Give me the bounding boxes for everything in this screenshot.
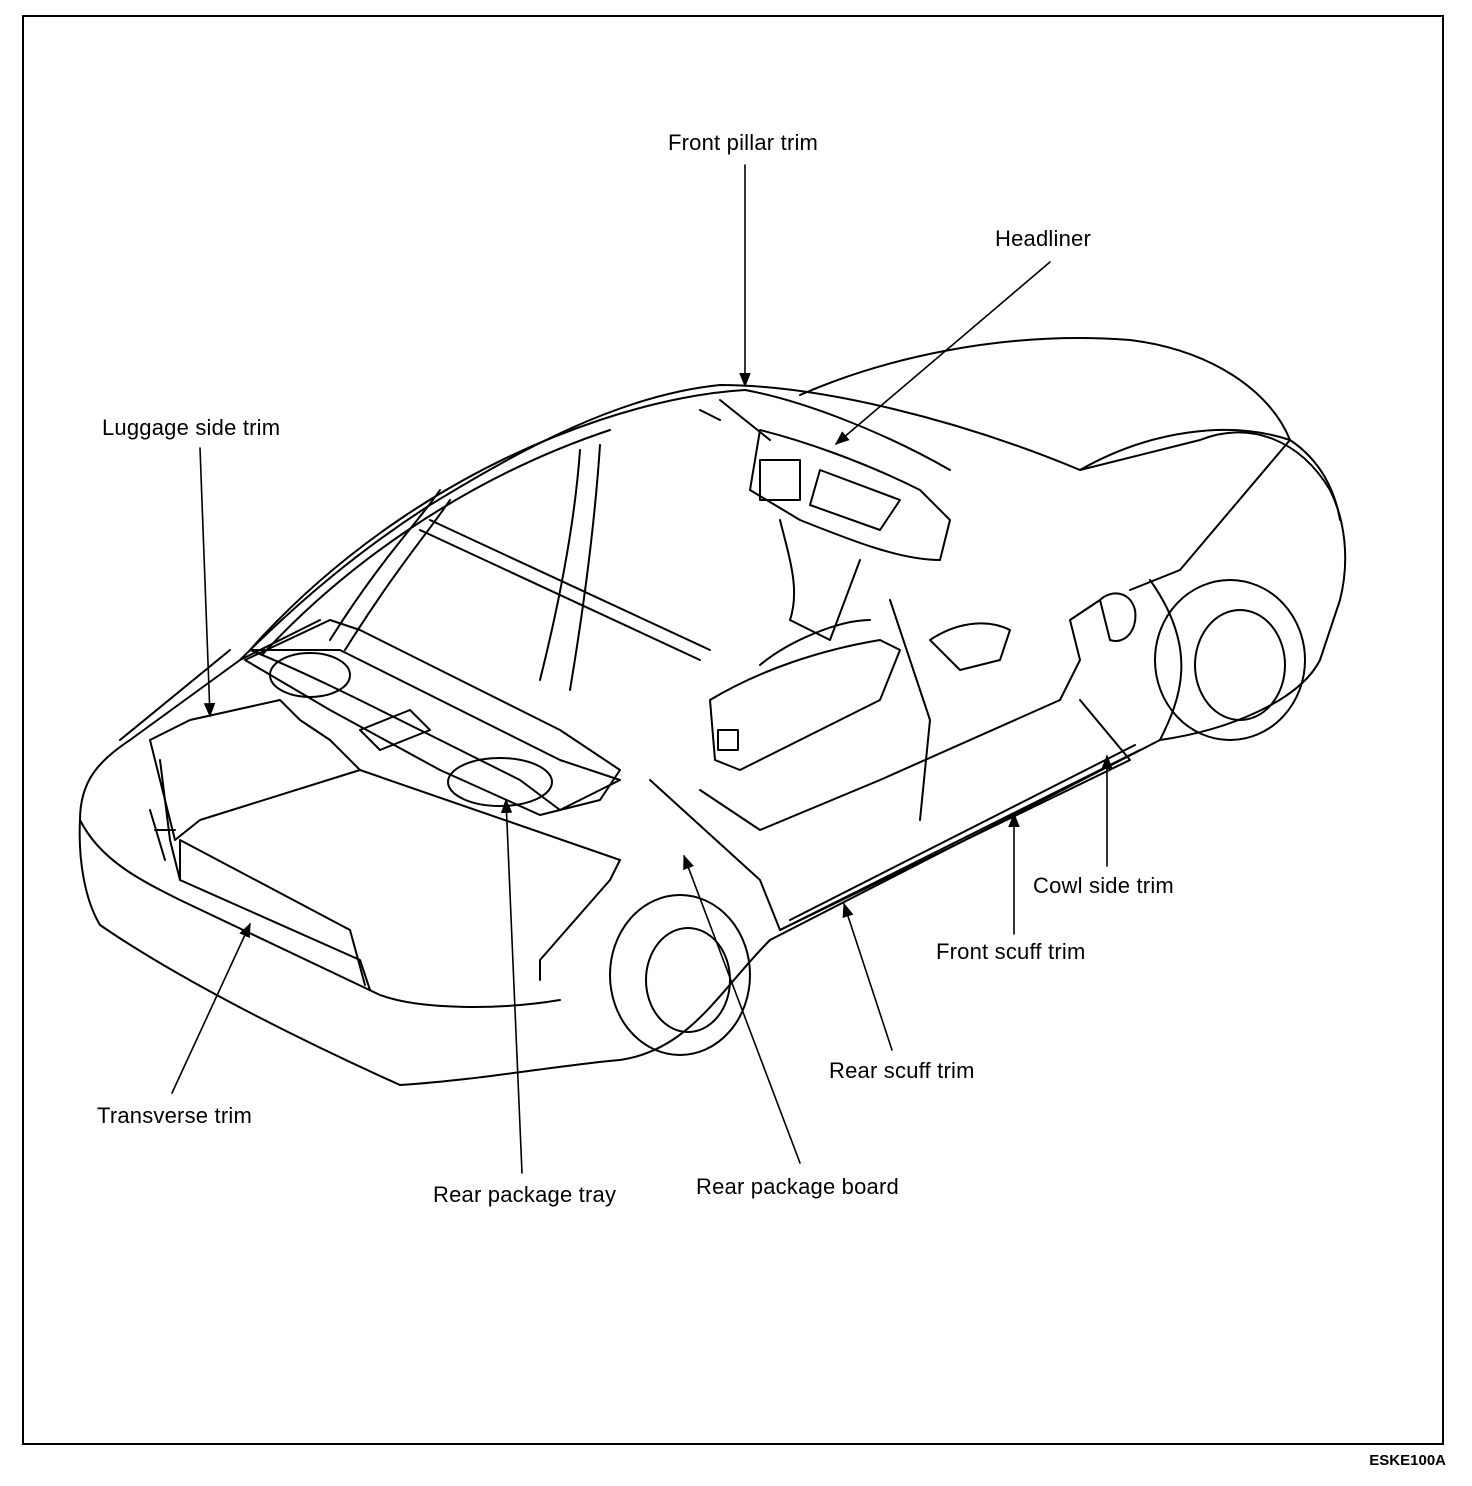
label-cowl-side-trim: Cowl side trim: [1033, 873, 1174, 898]
car-body: [78, 337, 1347, 1086]
label-rear-package-tray: Rear package tray: [433, 1182, 617, 1207]
dashboard: [749, 429, 951, 641]
label-headliner: Headliner: [995, 226, 1091, 251]
label-luggage-side-trim: Luggage side trim: [102, 415, 281, 440]
leader-rear-scuff-trim: [842, 902, 893, 1051]
label-transverse-trim: Transverse trim: [97, 1103, 252, 1128]
roof-structure: [249, 389, 951, 691]
rear-seat: [709, 619, 901, 771]
leader-headliner: [834, 261, 1051, 445]
leader-rear-package-board: [683, 854, 801, 1164]
label-front-pillar-trim: Front pillar trim: [668, 130, 819, 155]
rear-package-tray-shape: [244, 619, 621, 816]
trunk-area: [149, 699, 621, 991]
leader-rear-package-tray: [500, 798, 523, 1174]
floor-and-sills: [649, 592, 1141, 931]
front-wheel: [1154, 579, 1306, 741]
leader-transverse-trim: [171, 922, 251, 1094]
label-front-scuff-trim: Front scuff trim: [936, 939, 1086, 964]
diagram-frame: [22, 15, 1444, 1445]
leader-luggage-side-trim: [199, 447, 216, 718]
label-rear-package-board: Rear package board: [696, 1174, 899, 1199]
figure-code: ESKE100A: [1369, 1452, 1446, 1469]
leader-lines: [171, 164, 1113, 1174]
label-rear-scuff-trim: Rear scuff trim: [829, 1058, 975, 1083]
